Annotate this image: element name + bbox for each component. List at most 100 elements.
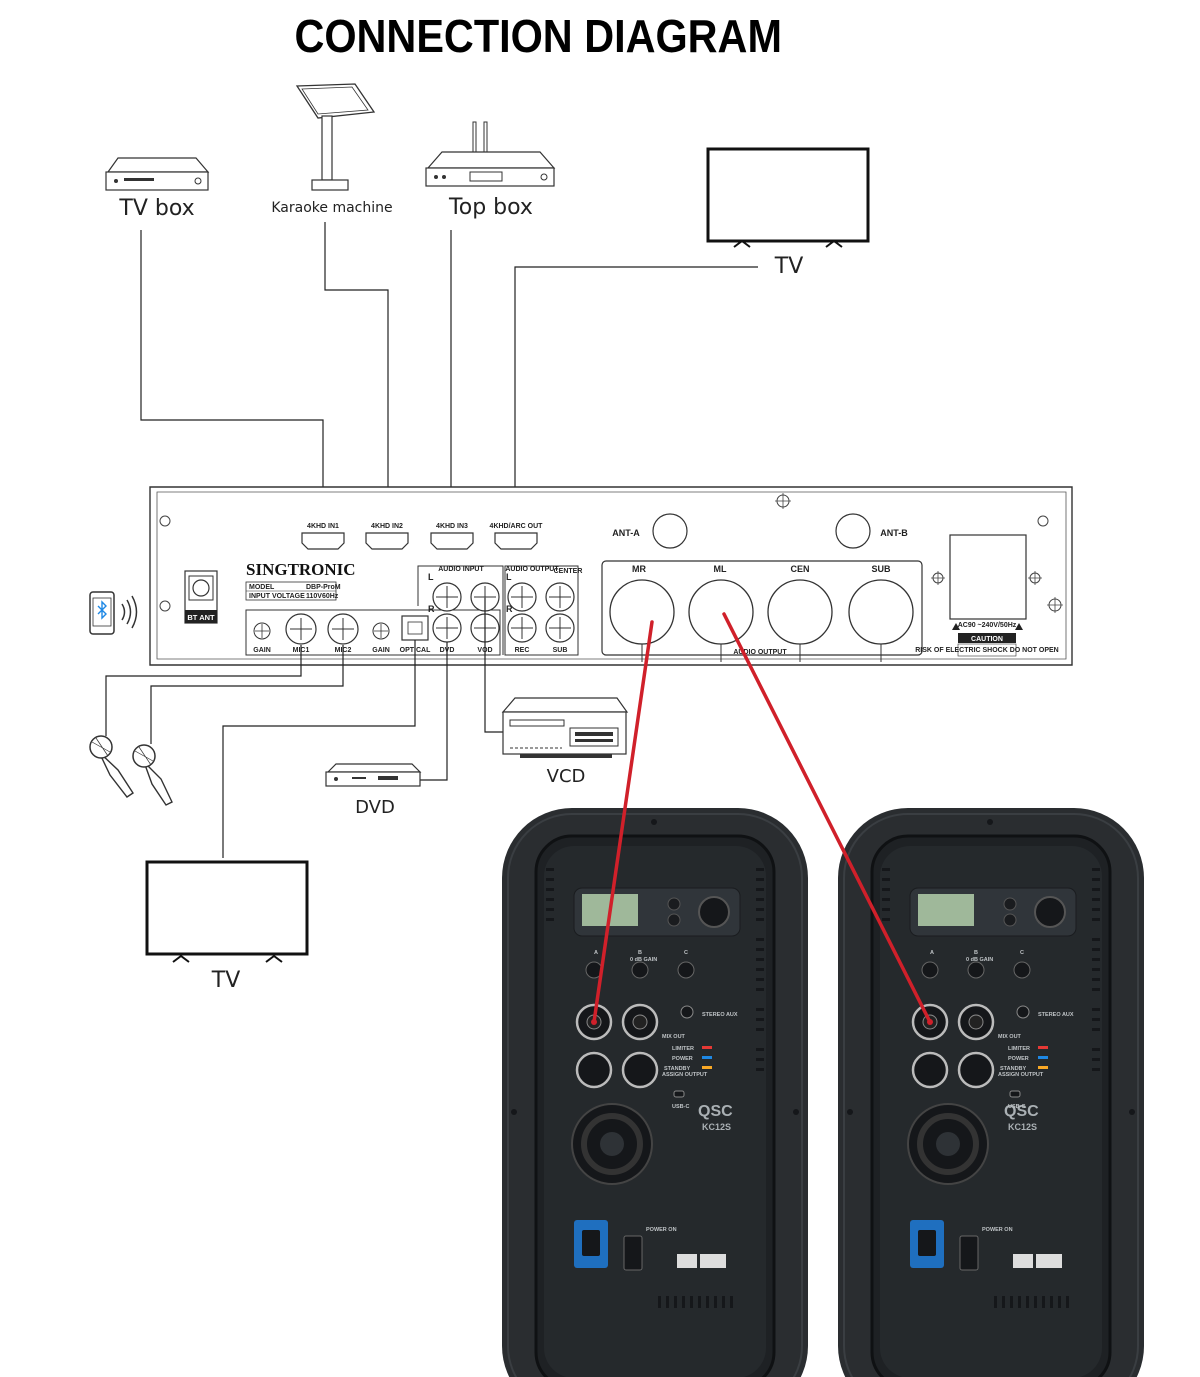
tv-icon xyxy=(145,860,309,963)
tv-top-label: TV xyxy=(774,254,804,279)
tv-bottom-device: TV xyxy=(145,860,309,993)
svg-text:SUB: SUB xyxy=(871,564,891,574)
tv-box-icon xyxy=(105,157,210,191)
diagram-title: CONNECTION DIAGRAM xyxy=(294,11,781,63)
speaker-left: QSC KC12S A B C 0 dB GAIN STEREO AUX MIX… xyxy=(502,808,808,1377)
xlr-output-cen: CEN xyxy=(767,564,833,662)
svg-text:SUB: SUB xyxy=(553,647,568,654)
channel-r-label: R xyxy=(506,604,513,614)
speaker-logo: QSC xyxy=(1004,1103,1039,1120)
svg-text:110V60Hz: 110V60Hz xyxy=(306,593,339,600)
speaker-standby: STANDBY xyxy=(664,1066,691,1072)
speaker-gain: 0 dB GAIN xyxy=(966,957,993,963)
center-label: CENTER xyxy=(554,568,583,575)
karaoke-stand-icon xyxy=(295,83,376,191)
ant-b-port xyxy=(835,513,871,549)
screw-icon xyxy=(775,493,791,509)
cable-mr-to-left-speaker xyxy=(592,620,654,1024)
xlr-output-mr: MR xyxy=(609,564,675,662)
warning-icon xyxy=(952,623,1023,630)
channel-l-label: L xyxy=(428,572,434,582)
karaoke-machine-device: Karaoke machine xyxy=(271,83,393,216)
svg-text:4KHD IN3: 4KHD IN3 xyxy=(436,523,468,530)
rca-center-out xyxy=(545,582,575,612)
tv-bottom-label: TV xyxy=(211,968,241,993)
speaker-model: KC12S xyxy=(1008,1122,1037,1132)
speaker-assign-output: ASSIGN OUTPUT xyxy=(662,1072,708,1078)
microphone-icon xyxy=(89,735,134,798)
caution-label: CAUTION xyxy=(971,636,1003,643)
svg-text:BT ANT: BT ANT xyxy=(187,613,215,622)
screw-icon xyxy=(931,571,945,585)
audio-input-label: AUDIO INPUT xyxy=(438,566,484,573)
bt-antenna-port: BT ANT xyxy=(184,570,218,624)
tv-top-device: TV xyxy=(706,147,870,279)
hdmi-port-in2: 4KHD IN2 xyxy=(365,523,409,550)
ant-a-port xyxy=(652,513,688,549)
channel-l-label: L xyxy=(506,572,512,582)
svg-text:INPUT VOLTAGE: INPUT VOLTAGE xyxy=(249,593,305,600)
karaoke-machine-label: Karaoke machine xyxy=(271,200,392,216)
vcd-label: VCD xyxy=(547,766,586,787)
microphone-icon xyxy=(132,744,173,806)
speaker-ch-a: A xyxy=(594,950,598,956)
brand-label: SINGTRONIC xyxy=(246,560,356,579)
svg-text:GAIN: GAIN xyxy=(253,647,271,654)
wireless-signal-icon xyxy=(121,595,138,629)
output-wires xyxy=(105,598,503,858)
speaker-stereo-aux: STEREO AUX xyxy=(1038,1012,1074,1018)
dvd-label: DVD xyxy=(355,797,395,818)
speaker-usb-c: USB-C xyxy=(672,1104,689,1110)
gain-knob-1: GAIN xyxy=(253,622,271,654)
speaker-assign-output: ASSIGN OUTPUT xyxy=(998,1072,1044,1078)
model-plate: MODEL DBP-ProM INPUT VOLTAGE 110V60Hz xyxy=(245,581,341,601)
vcd-device: VCD xyxy=(501,697,629,787)
speaker-standby: STANDBY xyxy=(1000,1066,1027,1072)
speaker-mix-out: MIX OUT xyxy=(998,1034,1022,1040)
speaker-stereo-aux: STEREO AUX xyxy=(702,1012,738,1018)
xlr-output-ml: ML xyxy=(688,564,754,662)
speaker-limiter: LIMITER xyxy=(672,1046,694,1052)
speaker-power-on: POWER ON xyxy=(982,1227,1013,1233)
speaker-ch-b: B xyxy=(638,950,642,956)
vcd-player-icon xyxy=(501,697,629,758)
speaker-ch-c: C xyxy=(684,950,688,956)
router-icon xyxy=(425,121,556,187)
speaker-ch-b: B xyxy=(974,950,978,956)
hdmi-port-in1: 4KHD IN1 xyxy=(301,523,345,550)
cable-ml-to-right-speaker xyxy=(722,612,932,1024)
speaker-mix-out: MIX OUT xyxy=(662,1034,686,1040)
top-box-label: Top box xyxy=(448,195,533,220)
svg-text:MR: MR xyxy=(632,564,646,574)
tv-box-label: TV box xyxy=(118,196,194,221)
rca-audio-in-l xyxy=(432,582,462,612)
svg-text:DBP-ProM: DBP-ProM xyxy=(306,584,341,591)
rca-audio-out-l xyxy=(507,582,537,612)
svg-text:4KHD/ARC OUT: 4KHD/ARC OUT xyxy=(490,523,544,530)
top-box-device: Top box xyxy=(425,121,556,220)
speaker-power: POWER xyxy=(672,1056,693,1062)
xlr-output-sub: SUB xyxy=(848,564,914,662)
input-wires xyxy=(140,222,758,512)
gain-knob-2: GAIN xyxy=(372,622,390,654)
speaker-power-on: POWER ON xyxy=(646,1227,677,1233)
dvd-player-icon xyxy=(325,763,422,787)
svg-text:ML: ML xyxy=(714,564,727,574)
speaker-cables xyxy=(591,612,933,1025)
speaker-model: KC12S xyxy=(702,1122,731,1132)
svg-text:CEN: CEN xyxy=(790,564,809,574)
speaker-usb-c: USB-C xyxy=(1008,1104,1025,1110)
svg-text:MODEL: MODEL xyxy=(249,584,275,591)
screw-icon xyxy=(1047,597,1063,613)
caution-sub-label: RISK OF ELECTRIC SHOCK DO NOT OPEN xyxy=(915,647,1059,654)
speaker-right: QSC KC12S A B C 0 dB GAIN STEREO AUX MIX… xyxy=(838,808,1144,1377)
speaker-limiter: LIMITER xyxy=(1008,1046,1030,1052)
screw-icon xyxy=(1028,571,1042,585)
hdmi-port-arc-out: 4KHD/ARC OUT xyxy=(490,523,544,550)
audio-output-bottom-label: AUDIO OUTPUT xyxy=(733,649,787,656)
speaker-logo: QSC xyxy=(698,1103,733,1120)
rca-sub-jack: SUB xyxy=(545,613,575,654)
speaker-ch-c: C xyxy=(1020,950,1024,956)
audio-output-label: AUDIO OUTPUT xyxy=(505,566,559,573)
